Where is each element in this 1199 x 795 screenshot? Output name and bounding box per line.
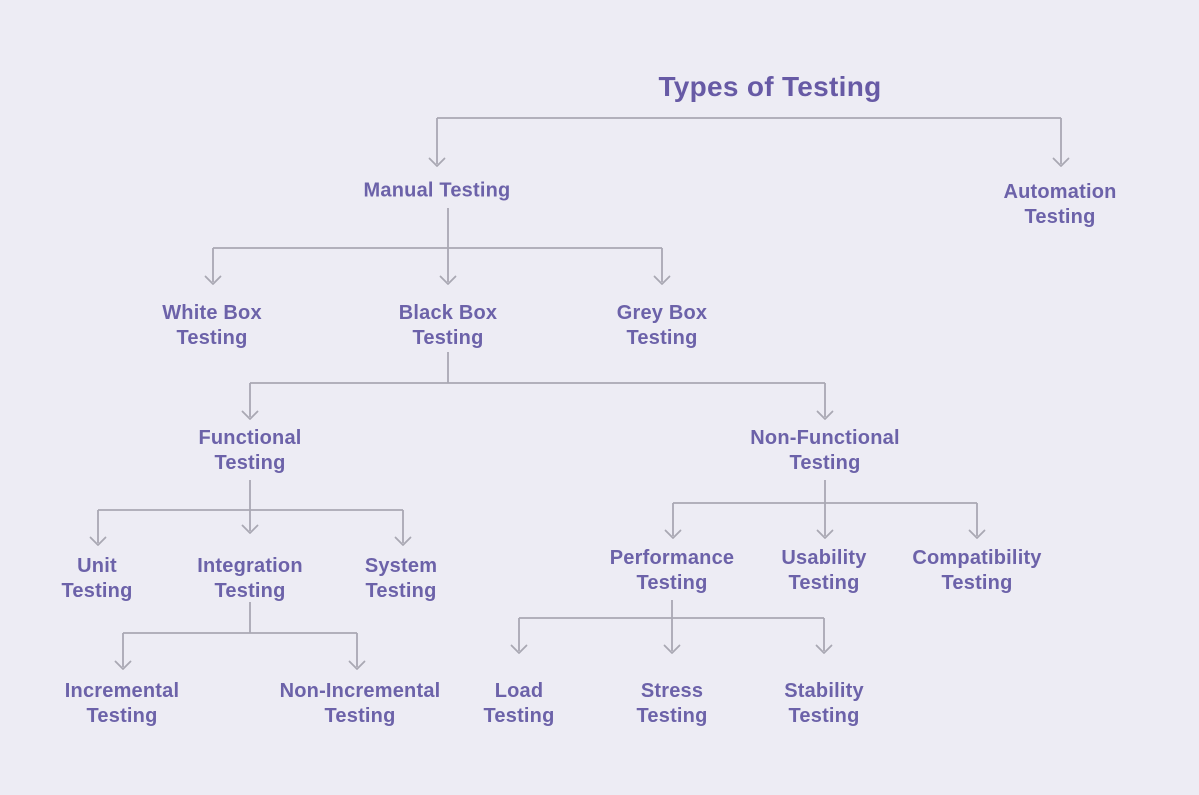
node-label-line: Black Box bbox=[398, 302, 498, 324]
node-label-line: Manual Testing bbox=[363, 179, 511, 202]
node-label-line: Testing bbox=[636, 572, 708, 594]
node-label-line: Testing bbox=[788, 705, 860, 727]
arrowhead-down-icon bbox=[348, 660, 366, 670]
node-label-line: Non-Functional bbox=[750, 427, 900, 449]
node-label-line: Stability bbox=[784, 680, 864, 702]
node-label-line: Testing bbox=[365, 580, 437, 602]
diagram-title: Types of Testing bbox=[658, 71, 881, 103]
arrowhead-down-icon bbox=[241, 410, 259, 420]
node-label-line: Testing bbox=[626, 327, 698, 349]
arrowhead-down-icon bbox=[204, 275, 222, 285]
node-label-line: Incremental bbox=[64, 680, 180, 702]
node-label-line: White Box bbox=[162, 302, 262, 324]
node-label-line: Testing bbox=[788, 572, 860, 594]
arrowhead-down-icon bbox=[89, 536, 107, 546]
node-label-line: Compatibility bbox=[912, 547, 1042, 569]
node-label-line: Testing bbox=[324, 705, 396, 727]
arrowhead-down-icon bbox=[439, 275, 457, 285]
node-label-line: Testing bbox=[412, 327, 484, 349]
arrowhead-down-icon bbox=[510, 644, 528, 654]
arrowhead-down-icon bbox=[663, 644, 681, 654]
node-label-line: Testing bbox=[86, 705, 158, 727]
arrowhead-down-icon bbox=[394, 536, 412, 546]
node-label-line: Types of Testing bbox=[658, 71, 882, 102]
node-label-line: Testing bbox=[176, 327, 248, 349]
node-label-line: Testing bbox=[214, 452, 286, 474]
node-manual-testing: Manual Testing bbox=[364, 179, 511, 204]
node-label-line: Testing bbox=[214, 580, 286, 602]
arrowhead-down-icon bbox=[653, 275, 671, 285]
node-label-line: Usability bbox=[781, 547, 867, 569]
node-label-line: Functional bbox=[198, 427, 302, 449]
arrowhead-down-icon bbox=[968, 529, 986, 539]
node-label-line: System bbox=[364, 555, 438, 577]
arrowhead-down-icon bbox=[114, 660, 132, 670]
node-label-line: Testing bbox=[636, 705, 708, 727]
arrowhead-down-icon bbox=[664, 529, 682, 539]
node-label-line: Load bbox=[494, 680, 544, 702]
node-label-line: Unit bbox=[77, 555, 117, 577]
arrowhead-down-icon bbox=[428, 157, 446, 167]
node-label-line: Testing bbox=[941, 572, 1013, 594]
arrowhead-down-icon bbox=[815, 644, 833, 654]
node-label-line: Testing bbox=[61, 580, 133, 602]
node-label-line: Automation bbox=[1003, 181, 1117, 203]
node-label-line: Non-Incremental bbox=[279, 680, 441, 702]
arrowhead-down-icon bbox=[1052, 157, 1070, 167]
arrowhead-down-icon bbox=[241, 524, 259, 534]
node-label-line: Grey Box bbox=[616, 302, 708, 324]
node-label-line: Testing bbox=[483, 705, 555, 727]
node-label-line: Stress bbox=[640, 680, 704, 702]
arrowhead-down-icon bbox=[816, 410, 834, 420]
node-label-line: Testing bbox=[789, 452, 861, 474]
node-label-line: Testing bbox=[1024, 206, 1096, 228]
node-label-line: Integration bbox=[197, 555, 303, 577]
arrowhead-down-icon bbox=[816, 529, 834, 539]
node-label-line: Performance bbox=[609, 547, 735, 569]
